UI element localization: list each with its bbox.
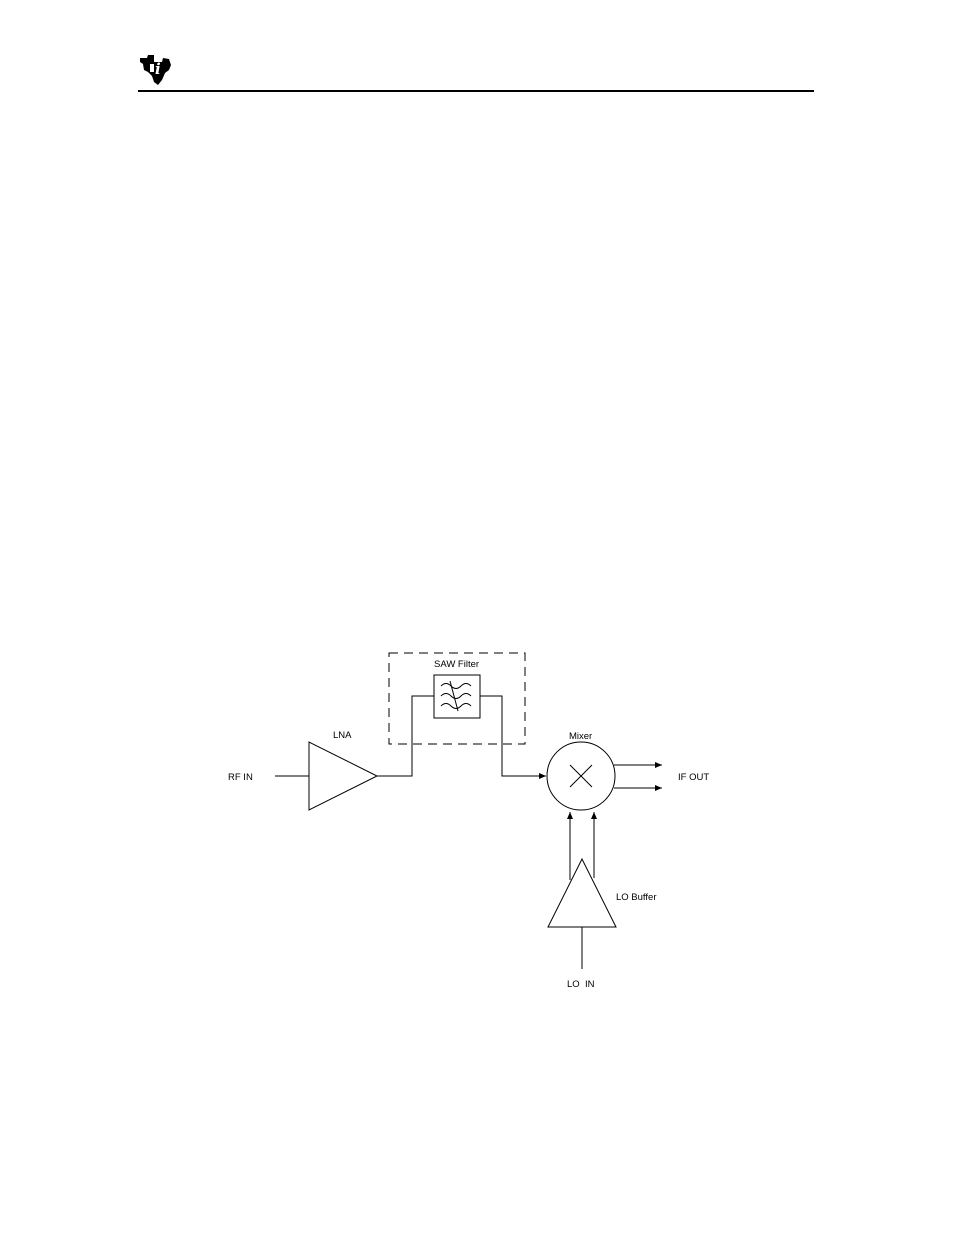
lo-buffer-amplifier	[548, 859, 616, 927]
saw-filter-label: SAW Filter	[434, 659, 479, 670]
lna-amplifier	[309, 742, 377, 810]
lo-buffer-label: LO Buffer	[616, 892, 657, 903]
filter-to-mixer-line	[480, 696, 546, 776]
rf-in-label: RF IN	[228, 772, 253, 783]
mixer-label: Mixer	[569, 731, 592, 742]
lna-to-filter-line	[377, 696, 434, 776]
lo-in-label: LO IN	[567, 979, 595, 990]
saw-filter-block	[434, 675, 480, 718]
if-out-label: IF OUT	[678, 772, 709, 783]
lna-label: LNA	[333, 730, 352, 741]
